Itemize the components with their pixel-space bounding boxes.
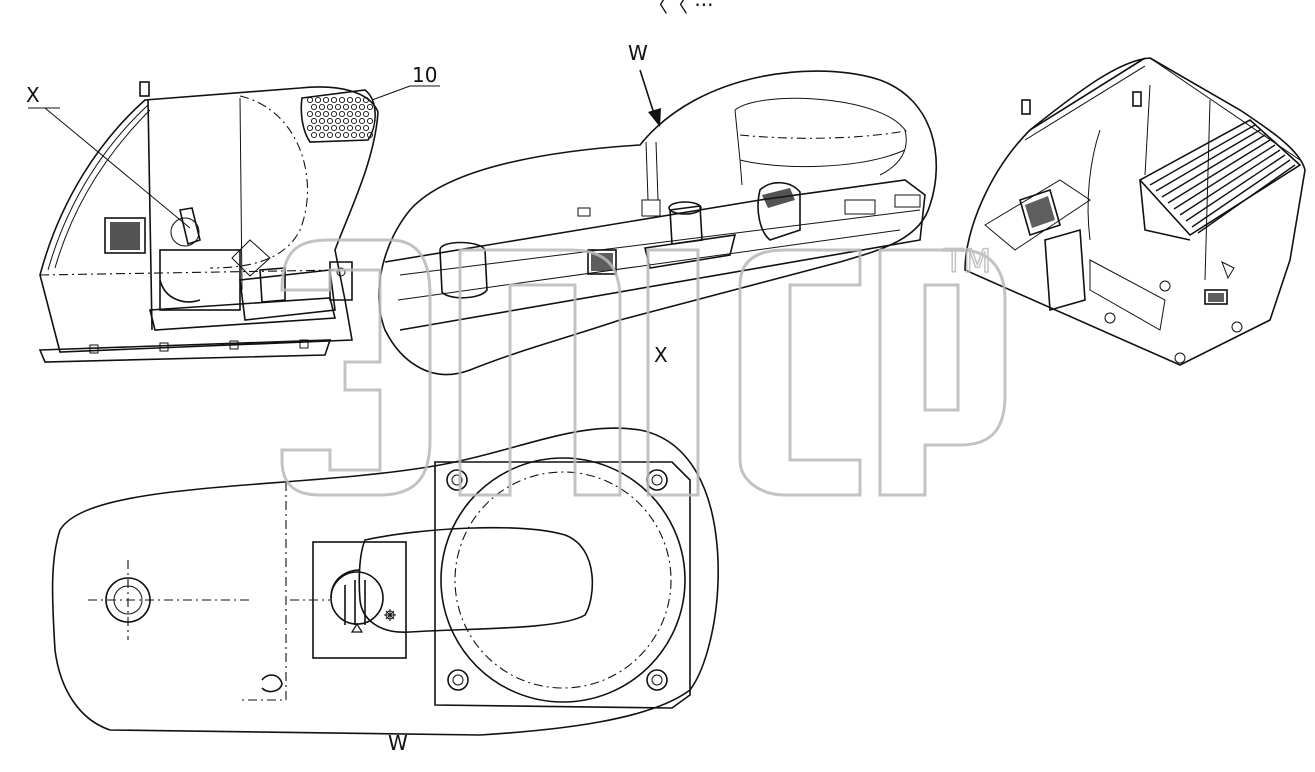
- grille-hole: [322, 110, 330, 118]
- grille-hole: [322, 124, 330, 132]
- grille-hole: [366, 131, 374, 139]
- grille-hole: [330, 96, 338, 104]
- vent-grille-holes: [306, 96, 374, 139]
- grille-hole: [322, 96, 330, 104]
- grille-hole: [318, 131, 326, 139]
- watermark-logo: TM: [280, 238, 1007, 497]
- grille-hole: [366, 117, 374, 125]
- grille-hole: [354, 110, 362, 118]
- grille-hole: [354, 96, 362, 104]
- label-x-side: X: [26, 83, 40, 107]
- grille-hole: [326, 131, 334, 139]
- grille-hole: [358, 117, 366, 125]
- grille-hole: [314, 110, 322, 118]
- radiator-fin: [1149, 124, 1256, 186]
- grille-hole: [362, 110, 370, 118]
- grille-hole: [318, 117, 326, 125]
- grille-hole: [314, 124, 322, 132]
- grille-hole: [358, 131, 366, 139]
- header-mark: 〈〈 ‧‧‧: [648, 0, 713, 17]
- cab-side-view: [38, 81, 379, 363]
- grille-hole: [326, 117, 334, 125]
- radiator-fin: [1179, 149, 1281, 216]
- grille-hole: [326, 103, 334, 111]
- grille-hole: [346, 96, 354, 104]
- grille-hole: [330, 110, 338, 118]
- radiator-fin: [1161, 134, 1266, 198]
- radiator-fin: [1185, 154, 1286, 222]
- grille-hole: [362, 124, 370, 132]
- label-w-detail: W: [388, 731, 408, 755]
- radiator-fins: [1149, 124, 1296, 234]
- label-w-top: W: [628, 41, 648, 65]
- grille-hole: [346, 110, 354, 118]
- grille-hole: [330, 124, 338, 132]
- grille-hole: [310, 117, 318, 125]
- grille-hole: [314, 96, 322, 104]
- grille-hole: [342, 117, 350, 125]
- grille-hole: [334, 103, 342, 111]
- grille-hole: [350, 103, 358, 111]
- detail-w: [51, 427, 719, 736]
- console-detail-x: [378, 70, 937, 376]
- grille-hole: [310, 103, 318, 111]
- leader-x: [44, 107, 191, 229]
- label-item-10: 10: [412, 63, 437, 87]
- grille-hole: [366, 103, 374, 111]
- label-x-detail: X: [654, 343, 668, 367]
- grille-hole: [346, 124, 354, 132]
- grille-hole: [342, 103, 350, 111]
- grille-hole: [334, 131, 342, 139]
- grille-hole: [338, 124, 346, 132]
- radiator-fin: [1191, 159, 1291, 228]
- grille-hole: [306, 96, 314, 104]
- grille-hole: [306, 124, 314, 132]
- radiator-fin: [1197, 164, 1296, 234]
- cab-iso-view: [964, 57, 1306, 366]
- grille-hole: [334, 117, 342, 125]
- grille-hole: [362, 96, 370, 104]
- grille-hole: [306, 110, 314, 118]
- grille-hole: [358, 103, 366, 111]
- radiator-fin: [1167, 139, 1271, 204]
- grille-hole: [318, 103, 326, 111]
- grille-hole: [342, 131, 350, 139]
- radiator-fin: [1173, 144, 1276, 210]
- grille-hole: [354, 124, 362, 132]
- grille-hole: [338, 110, 346, 118]
- watermark-tm: TM: [943, 242, 991, 280]
- grille-hole: [350, 131, 358, 139]
- arrow-w-head: [648, 108, 661, 127]
- grille-hole: [310, 131, 318, 139]
- leader-10: [371, 85, 411, 101]
- grille-hole: [350, 117, 358, 125]
- grille-hole: [338, 96, 346, 104]
